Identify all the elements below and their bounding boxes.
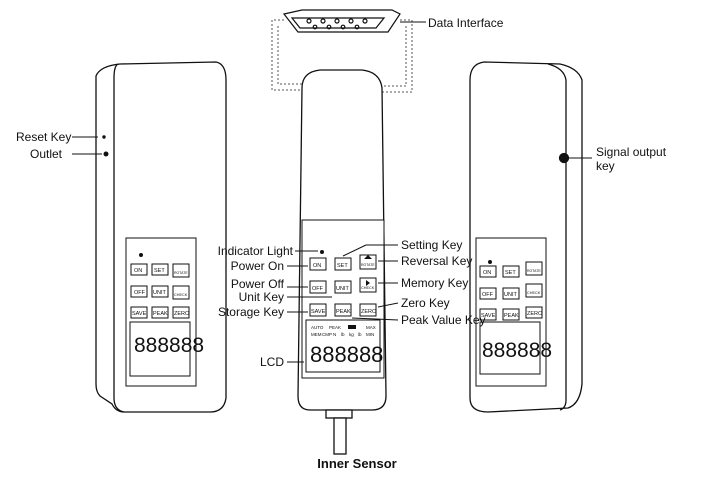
left-lcd-digits: 888888 bbox=[134, 334, 204, 357]
left-set-key-text: SET bbox=[154, 268, 165, 274]
signal-output-line1: Signal output bbox=[596, 145, 667, 159]
peak-value-key-label: Peak Value Key bbox=[401, 313, 486, 327]
left-check-key-text: CHECK bbox=[174, 293, 188, 297]
left-on-key-text: ON bbox=[134, 268, 142, 274]
data-interface-connector bbox=[282, 9, 401, 33]
outlet-label: Outlet bbox=[30, 147, 63, 161]
lcd-peak-text: PEAK bbox=[329, 325, 341, 330]
lcd-lb-text: lb bbox=[341, 332, 345, 337]
lcd-n-text: N bbox=[333, 332, 336, 337]
right-off-key-text: OFF bbox=[482, 292, 494, 298]
lcd-auto-text: AUTO bbox=[311, 325, 324, 330]
right-save-key-text: SAVE bbox=[481, 313, 496, 319]
right-lcd-digits: 888888 bbox=[482, 339, 552, 362]
lcd-battery-icon bbox=[348, 325, 356, 329]
center-peak-key-text: PEAK bbox=[336, 309, 351, 315]
lcd-max-text: MAX bbox=[366, 325, 376, 330]
right-unit-key-text: UNIT bbox=[504, 292, 517, 298]
center-lcd-digits: 888888 bbox=[310, 342, 383, 367]
caption: Inner Sensor bbox=[317, 456, 397, 471]
power-off-label: Power Off bbox=[230, 277, 284, 291]
lcd-min-text: MIN bbox=[366, 332, 374, 337]
center-on-key-text: ON bbox=[313, 263, 321, 269]
lcd-mem-text: MEM bbox=[311, 332, 322, 337]
lcd-label: LCD bbox=[259, 355, 284, 369]
zero-key-label: Zero Key bbox=[401, 296, 450, 310]
center-unit-key-text: UNIT bbox=[336, 286, 349, 292]
reset-key-label: Reset Key bbox=[16, 130, 72, 144]
center-set-key-text: SET bbox=[337, 263, 348, 269]
memory-key-label: Memory Key bbox=[401, 276, 469, 290]
left-unit-key-text: UNIT bbox=[153, 290, 166, 296]
center-off-key-text: OFF bbox=[312, 286, 324, 292]
indicator-light-label: Indicator Light bbox=[217, 244, 293, 258]
signal-output-label: Signal output key bbox=[596, 145, 666, 173]
lcd-lb2-text: lb bbox=[358, 332, 362, 337]
right-check-key-text: CHECK bbox=[527, 291, 541, 295]
dotted-cable-outline bbox=[271, 19, 413, 93]
left-rotate-key-text: ROTATE bbox=[174, 271, 188, 275]
right-peak-key-text: PEAK bbox=[504, 313, 519, 319]
leader-lines bbox=[72, 135, 592, 363]
lcd-kg-text: kg bbox=[349, 332, 354, 337]
right-zero-key-text: ZERO bbox=[527, 311, 543, 317]
storage-key-label: Storage Key bbox=[217, 305, 284, 319]
reversal-key-label: Reversal Key bbox=[401, 254, 473, 268]
left-keypad: ON SET ROTATE OFF UNIT CHECK SAVE PEAK Z… bbox=[129, 253, 204, 377]
center-zero-key-text: ZERO bbox=[361, 309, 377, 315]
power-on-label: Power On bbox=[230, 259, 284, 273]
right-set-key-text: SET bbox=[505, 270, 516, 276]
center-rotate-key-text: ROTATE bbox=[361, 263, 375, 267]
left-save-key-text: SAVE bbox=[132, 311, 147, 317]
unit-key-label: Unit Key bbox=[238, 290, 284, 304]
lcd-cmp-text: CMP bbox=[322, 332, 332, 337]
center-check-key-text: CHECK bbox=[361, 286, 375, 290]
right-keypad: ON SET ROTATE OFF UNIT CHECK SAVE PEAK Z… bbox=[479, 260, 552, 375]
center-save-key-text: SAVE bbox=[311, 309, 326, 315]
right-on-key-text: ON bbox=[483, 270, 491, 276]
left-off-key-text: OFF bbox=[134, 290, 146, 296]
left-zero-key-text: ZERO bbox=[174, 311, 190, 317]
data-interface-label: Data Interface bbox=[428, 16, 504, 30]
right-rotate-key-text: ROTATE bbox=[527, 269, 541, 273]
setting-key-label: Setting Key bbox=[401, 238, 463, 252]
left-peak-key-text: PEAK bbox=[153, 311, 168, 317]
center-keypad: ON SET ROTATE OFF UNIT CHECK SAVE PEAK Z… bbox=[305, 250, 383, 373]
signal-output-line2: key bbox=[596, 159, 615, 173]
